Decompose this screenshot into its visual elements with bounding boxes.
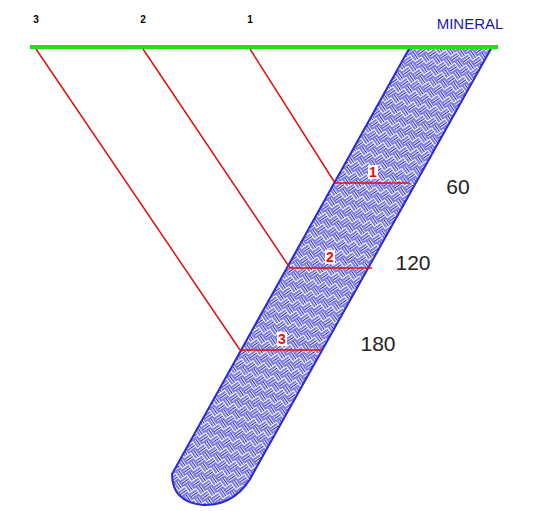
depth-value: 120 (395, 252, 430, 273)
callout-number: 3 (277, 332, 287, 346)
hole-number: 1 (247, 15, 253, 25)
ore-body (172, 47, 492, 505)
hole-number: 2 (140, 15, 146, 25)
callout-number: 2 (325, 250, 335, 264)
callout-number: 1 (368, 165, 378, 179)
ground-surface (30, 45, 498, 49)
depth-value: 180 (360, 333, 395, 354)
drill-holes (36, 49, 410, 350)
ore-label: MINERAL (437, 16, 504, 31)
hole-number: 3 (33, 15, 39, 25)
depth-value: 60 (446, 176, 469, 197)
